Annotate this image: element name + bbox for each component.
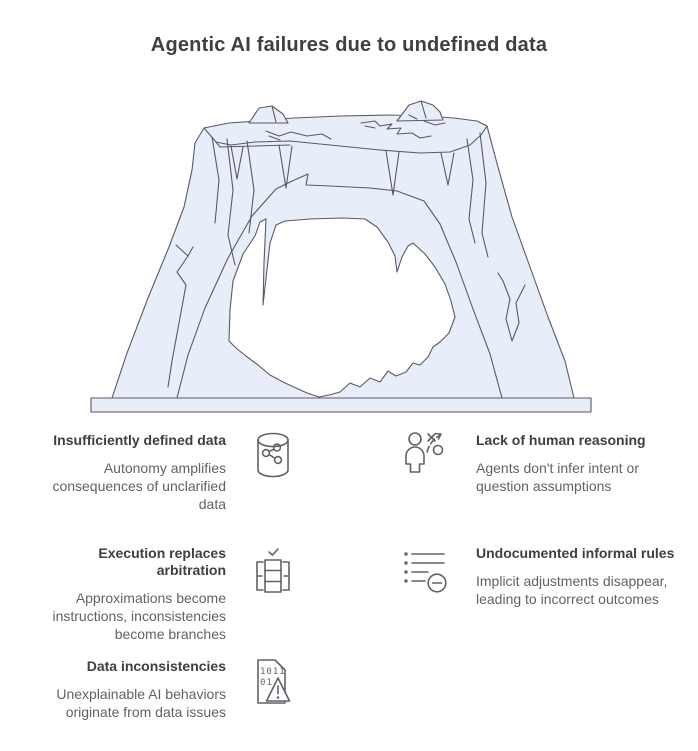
item-undocumented-informal-rules: Undocumented informal rules Implicit adj…	[476, 545, 681, 608]
iceberg-arch-line	[176, 173, 503, 399]
item-description: Implicit adjustments disappear, leading …	[476, 573, 668, 607]
item-execution-replaces-arbitration: Execution replaces arbitration Approxima…	[30, 545, 226, 643]
binary-document-warning-icon: 1011 01	[250, 657, 296, 709]
item-description: Agents don't infer intent or question as…	[476, 460, 639, 494]
item-title: Execution replaces arbitration	[98, 545, 226, 578]
item-insufficiently-defined-data: Insufficiently defined data Autonomy amp…	[30, 432, 226, 513]
table-check-icon	[250, 545, 296, 597]
iceberg-hole	[228, 217, 456, 398]
binary-text-line2: 01	[260, 678, 273, 688]
item-data-inconsistencies: Data inconsistencies Unexplainable AI be…	[30, 658, 226, 721]
item-title: Lack of human reasoning	[476, 432, 646, 448]
item-description: Approximations become instructions, inco…	[52, 590, 226, 642]
person-strategy-icon	[402, 430, 448, 478]
iceberg-base	[90, 397, 592, 413]
iceberg-arch-icon	[90, 100, 592, 413]
item-description: Unexplainable AI behaviors originate fro…	[56, 686, 226, 720]
item-description: Autonomy amplifies consequences of uncla…	[52, 460, 226, 512]
page-title: Agentic AI failures due to undefined dat…	[150, 34, 548, 56]
item-title: Undocumented informal rules	[476, 545, 675, 561]
item-lack-of-human-reasoning: Lack of human reasoning Agents don't inf…	[476, 432, 666, 495]
binary-text-line1: 1011	[260, 667, 286, 677]
item-title: Insufficiently defined data	[53, 432, 226, 448]
iceberg-peak-right	[396, 100, 444, 122]
iceberg-peak-left	[248, 105, 289, 124]
database-share-icon	[251, 431, 295, 479]
item-title: Data inconsistencies	[86, 658, 226, 674]
iceberg-illustration	[79, 95, 619, 425]
list-dash-minus-icon	[402, 548, 450, 594]
